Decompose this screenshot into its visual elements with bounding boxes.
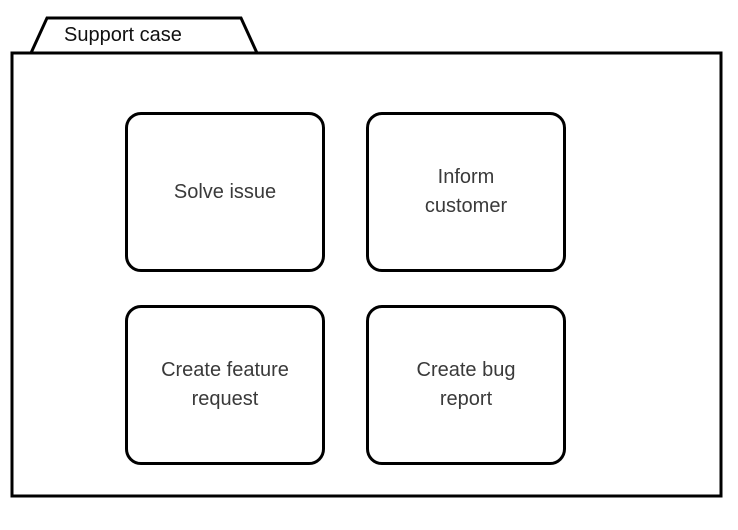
activity-solve-issue[interactable]: Solve issue — [125, 112, 325, 272]
activity-label: Solve issue — [173, 180, 277, 203]
activity-label: Create bug report — [416, 359, 516, 410]
activity-inform-customer[interactable]: Inform customer — [366, 112, 566, 272]
activity-create-bug-report[interactable]: Create bug report — [366, 305, 566, 465]
activity-create-feature-request[interactable]: Create feature request — [125, 305, 325, 465]
activity-label: Create feature request — [161, 359, 289, 410]
package-title: Support case — [64, 24, 182, 46]
activity-label: Inform customer — [424, 166, 508, 217]
package-tab — [29, 16, 259, 54]
